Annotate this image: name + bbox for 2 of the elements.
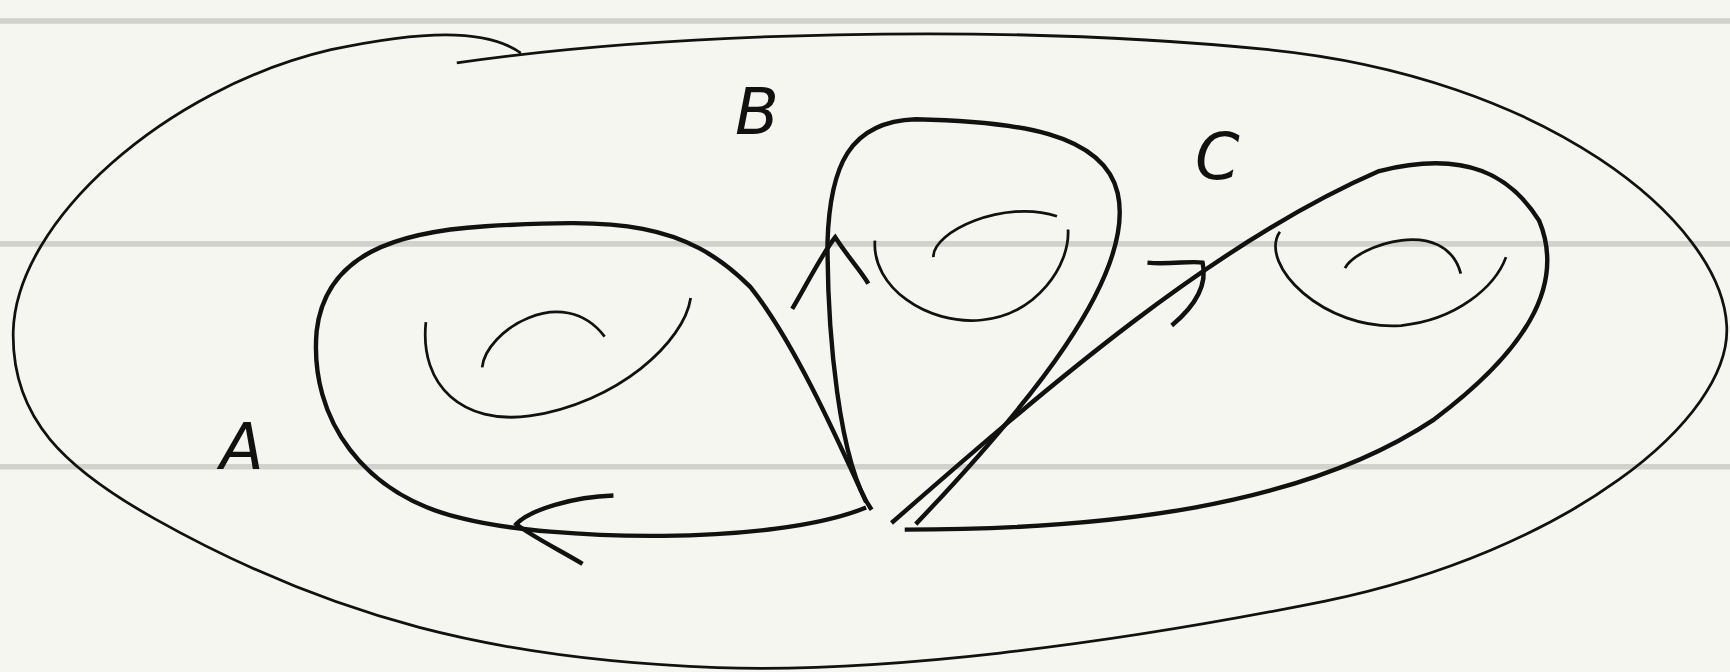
loop-label: B — [735, 80, 779, 144]
loop-label: C — [1195, 125, 1240, 189]
